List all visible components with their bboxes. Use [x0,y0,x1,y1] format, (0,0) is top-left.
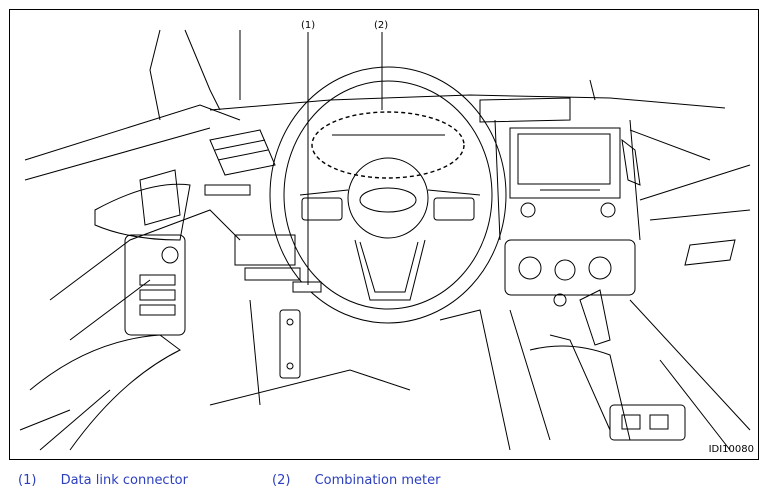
legend-label-2: Combination meter [314,473,441,488]
figure-frame: (1) (2) IDI10080 [9,9,759,460]
legend-item-2: (2) Combination meter [272,473,440,488]
dashboard-illustration [19,29,751,451]
legend-number-2: (2) [272,473,291,488]
callout-number-1: (1) [301,20,316,31]
callout-number-2: (2) [374,20,389,31]
legend-number-1: (1) [18,473,37,488]
figure-id-label: IDI10080 [708,444,754,455]
legend-item-1: (1) Data link connector [18,473,188,488]
legend-label-1: Data link connector [60,473,188,488]
